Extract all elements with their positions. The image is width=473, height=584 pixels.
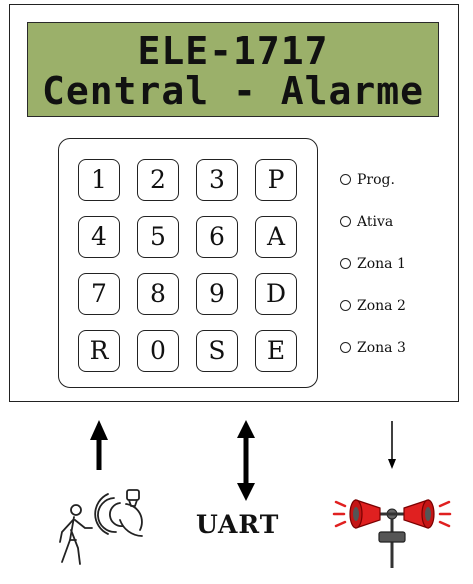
key-3[interactable]: 3 xyxy=(196,159,238,201)
key-8[interactable]: 8 xyxy=(137,273,179,315)
led-label: Zona 3 xyxy=(357,340,406,356)
key-0[interactable]: 0 xyxy=(137,330,179,372)
led-label: Zona 2 xyxy=(357,298,406,314)
uart-label: UART xyxy=(196,510,280,539)
led-icon xyxy=(340,174,351,185)
key-s[interactable]: S xyxy=(196,330,238,372)
uart-double-arrow xyxy=(237,420,255,501)
lcd-display: ELE-1717 Central - Alarme xyxy=(27,22,439,117)
led-icon xyxy=(340,258,351,269)
key-p[interactable]: P xyxy=(255,159,297,201)
key-5[interactable]: 5 xyxy=(137,216,179,258)
lcd-line-2: Central - Alarme xyxy=(41,69,425,113)
key-e[interactable]: E xyxy=(255,330,297,372)
siren-icon xyxy=(332,499,452,568)
led-icon xyxy=(340,216,351,227)
lcd-line-1: ELE-1717 xyxy=(137,29,329,73)
key-9[interactable]: 9 xyxy=(196,273,238,315)
key-d[interactable]: D xyxy=(255,273,297,315)
person-motion-sensor-icon xyxy=(59,489,143,565)
key-1[interactable]: 1 xyxy=(78,159,120,201)
key-7[interactable]: 7 xyxy=(78,273,120,315)
keypad: 1 2 3 P 4 5 6 A 7 8 9 D R 0 S E xyxy=(58,138,318,388)
led-icon xyxy=(340,342,351,353)
led-icon xyxy=(340,300,351,311)
key-r[interactable]: R xyxy=(78,330,120,372)
led-label: Ativa xyxy=(357,214,394,230)
sensor-arrow-up xyxy=(90,420,108,470)
siren-arrow-down xyxy=(388,421,396,469)
key-4[interactable]: 4 xyxy=(78,216,120,258)
led-label: Prog. xyxy=(357,172,395,188)
led-label: Zona 1 xyxy=(357,256,406,272)
key-6[interactable]: 6 xyxy=(196,216,238,258)
alarm-central-panel: ELE-1717 Central - Alarme 1 2 3 P 4 5 6 … xyxy=(9,4,459,402)
key-a[interactable]: A xyxy=(255,216,297,258)
key-2[interactable]: 2 xyxy=(137,159,179,201)
